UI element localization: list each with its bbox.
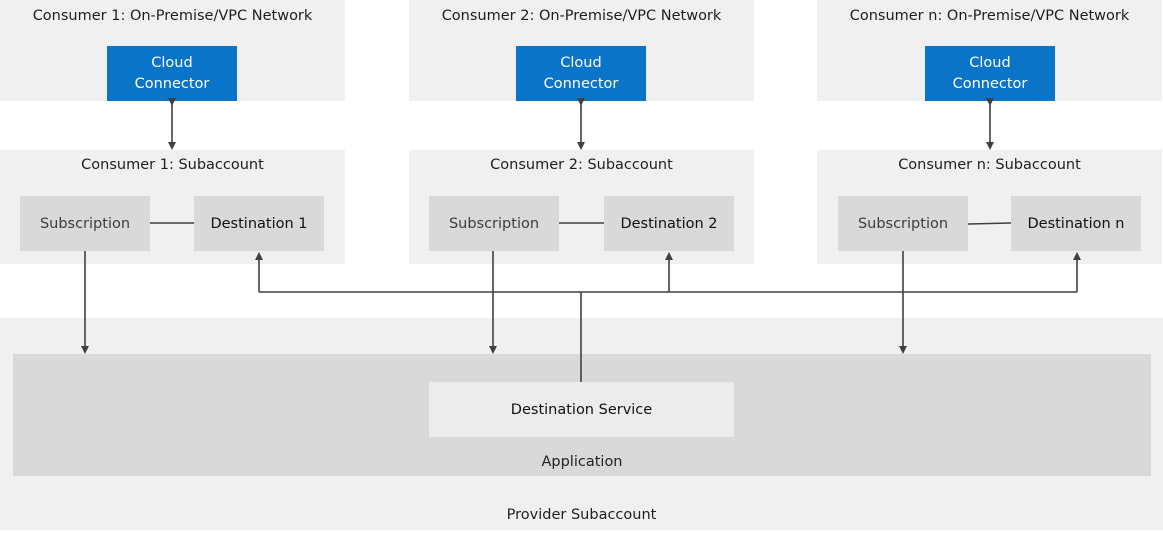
- cloud-connector-label-line2: Connector: [952, 75, 1028, 92]
- consumer-1-destination[interactable]: Destination 1: [194, 196, 324, 251]
- cloud-connector-label-line1: Cloud: [969, 54, 1011, 71]
- consumer-n-network-title: Consumer n: On-Premise/VPC Network: [849, 8, 1130, 24]
- application-label: Application: [541, 454, 623, 470]
- consumer-n-subaccount-title: Consumer n: Subaccount: [898, 157, 1081, 173]
- consumer-1-subaccount-title: Consumer 1: Subaccount: [81, 157, 264, 173]
- destination-service-box[interactable]: Destination Service: [429, 382, 734, 437]
- consumer-2-destination[interactable]: Destination 2: [604, 196, 734, 251]
- consumer-n-cloud-connector[interactable]: Cloud Connector: [925, 46, 1055, 101]
- consumer-1-network-title: Consumer 1: On-Premise/VPC Network: [32, 8, 313, 24]
- consumer-2-cloud-connector[interactable]: Cloud Connector: [516, 46, 646, 101]
- consumer-n-sub-dest-link: [967, 222, 1012, 225]
- cloud-connector-label-line1: Cloud: [151, 54, 193, 71]
- cloud-connector-label-line2: Connector: [134, 75, 210, 92]
- consumer-n-destination[interactable]: Destination n: [1011, 196, 1141, 251]
- cloud-connector-label-line1: Cloud: [560, 54, 602, 71]
- consumer-2-subaccount-title: Consumer 2: Subaccount: [490, 157, 673, 173]
- cloud-connector-label-line2: Connector: [543, 75, 619, 92]
- consumer-1-cloud-connector[interactable]: Cloud Connector: [107, 46, 237, 101]
- consumer-2-network-title: Consumer 2: On-Premise/VPC Network: [441, 8, 722, 24]
- consumer-2-subscription[interactable]: Subscription: [429, 196, 559, 251]
- consumer-1-subscription[interactable]: Subscription: [20, 196, 150, 251]
- consumer-n-subscription[interactable]: Subscription: [838, 196, 968, 251]
- provider-subaccount-title: Provider Subaccount: [506, 507, 657, 523]
